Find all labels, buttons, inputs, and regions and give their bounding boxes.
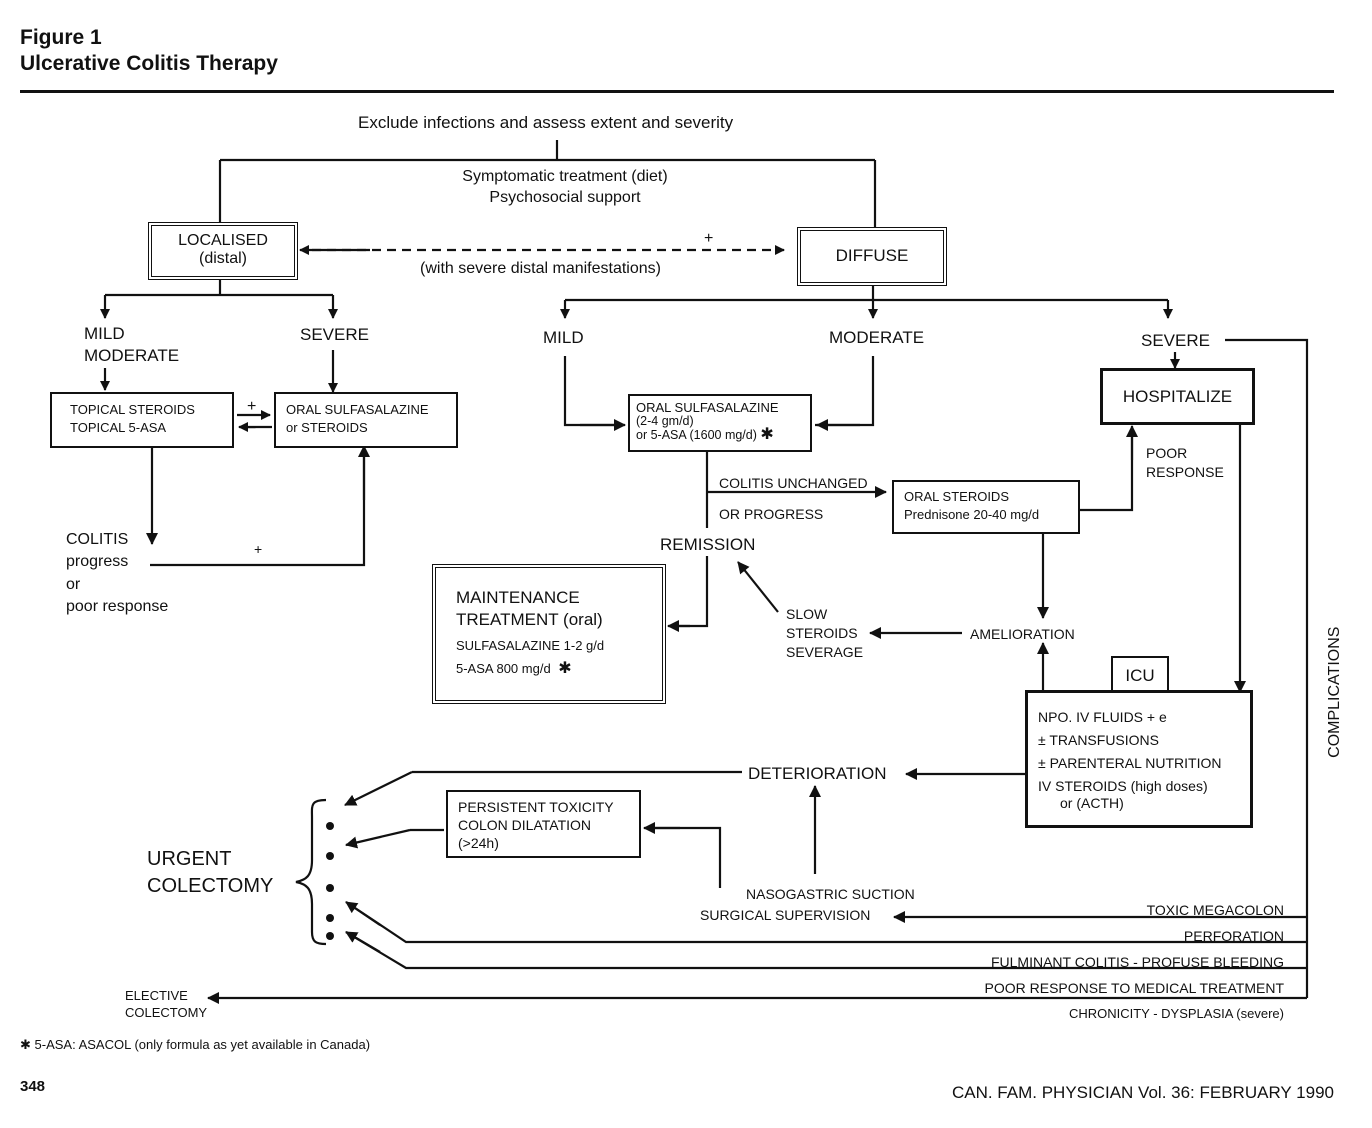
urgent-bullet-1 bbox=[326, 822, 334, 830]
icu-box: ICU bbox=[1111, 656, 1169, 692]
icu-label: ICU bbox=[1125, 666, 1155, 685]
transfusions-text: ± TRANSFUSIONS bbox=[1038, 732, 1159, 748]
oral-sulfasalazine-local-text: ORAL SULFASALAZINE bbox=[286, 402, 429, 417]
oral-sulfasalazine-box: ORAL SULFASALAZINE (2-4 gm/d) or 5-ASA (… bbox=[628, 394, 812, 452]
oral-sulfasalazine-local-box: ORAL SULFASALAZINE or STEROIDS bbox=[274, 392, 458, 448]
dashed-plus-sign: + bbox=[704, 230, 714, 247]
poor-response-label: POOR bbox=[1146, 445, 1188, 461]
colitis-or-label: or bbox=[66, 576, 81, 593]
oral-steroids-box: ORAL STEROIDS Prednisone 20-40 mg/d bbox=[892, 480, 1080, 534]
colitis-plus-sign: + bbox=[254, 541, 263, 557]
urgent-label: URGENT bbox=[147, 848, 232, 870]
hospitalize-label: HOSPITALIZE bbox=[1122, 387, 1233, 406]
parenteral-nutrition-text: ± PARENTERAL NUTRITION bbox=[1038, 755, 1222, 771]
asterisk-icon: ✱ bbox=[760, 426, 774, 443]
oral-sulfasalazine-text: ORAL SULFASALAZINE bbox=[636, 400, 779, 415]
elective-colectomy-label: COLECTOMY bbox=[125, 1005, 208, 1020]
poor-medical-response-label: POOR RESPONSE TO MEDICAL TREATMENT bbox=[984, 980, 1285, 996]
symptomatic-treatment-text: Symptomatic treatment (diet) bbox=[462, 168, 668, 185]
colon-dilatation-text: COLON DILATATION bbox=[458, 817, 592, 833]
topical-steroids-text: TOPICAL STEROIDS bbox=[70, 402, 195, 417]
slow-label: SLOW bbox=[786, 606, 828, 622]
journal-citation: CAN. FAM. PHYSICIAN Vol. 36: FEBRUARY 19… bbox=[951, 1083, 1334, 1102]
icu-treatment-box: NPO. IV FLUIDS + e ± TRANSFUSIONS ± PARE… bbox=[1025, 690, 1253, 828]
figure-title: Ulcerative Colitis Therapy bbox=[20, 52, 278, 75]
maintenance-5asa-text: 5-ASA 800 mg/d bbox=[456, 661, 551, 676]
five-asa-dose-text: or 5-ASA (1600 mg/d) bbox=[636, 428, 757, 442]
severage-label: SEVERAGE bbox=[786, 644, 864, 660]
or-progress-label: OR PROGRESS bbox=[719, 506, 824, 522]
acth-text: or (ACTH) bbox=[1060, 795, 1124, 811]
maintenance-treatment-box: MAINTENANCE TREATMENT (oral) SULFASALAZI… bbox=[432, 564, 666, 704]
urgent-bullet-3 bbox=[326, 884, 334, 892]
title-rule bbox=[20, 90, 1334, 93]
equilibrium-minus: − bbox=[247, 420, 257, 437]
topical-therapy-box: TOPICAL STEROIDS TOPICAL 5-ASA bbox=[50, 392, 234, 448]
maintenance-asterisk-icon: ✱ bbox=[558, 660, 572, 677]
colitis-label: COLITIS bbox=[66, 531, 129, 548]
urgent-bullet-4 bbox=[326, 914, 334, 922]
deterioration-label: DETERIORATION bbox=[748, 764, 887, 783]
poor-response-label-2: RESPONSE bbox=[1146, 464, 1224, 480]
localised-mild-label: MILD bbox=[84, 324, 125, 343]
remission-label: REMISSION bbox=[660, 535, 756, 554]
persistent-toxicity-box: PERSISTENT TOXICITY COLON DILATATION (>2… bbox=[446, 790, 641, 858]
colectomy-label: COLECTOMY bbox=[147, 875, 274, 897]
localised-label: LOCALISED bbox=[178, 232, 268, 249]
maintenance-label: MAINTENANCE bbox=[456, 588, 580, 607]
diffuse-label: DIFFUSE bbox=[835, 246, 909, 265]
perforation-label: PERFORATION bbox=[1183, 928, 1284, 944]
psychosocial-support-text: Psychosocial support bbox=[489, 189, 641, 206]
asterisk-footnote: ✱ 5-ASA: ASACOL (only formula as yet ava… bbox=[20, 1037, 371, 1052]
prednisone-dose-text: Prednisone 20-40 mg/d bbox=[904, 507, 1040, 522]
colitis-poor-response-label: poor response bbox=[66, 598, 169, 615]
diffuse-severe-label: SEVERE bbox=[1141, 331, 1210, 350]
urgent-bullet-2 bbox=[326, 852, 334, 860]
sulfasalazine-dose-text: (2-4 gm/d) bbox=[636, 414, 694, 428]
colitis-progress-label: progress bbox=[66, 553, 129, 570]
diffuse-mild-label: MILD bbox=[543, 328, 584, 347]
figure-label: Figure 1 bbox=[20, 26, 102, 49]
persistent-toxicity-text: PERSISTENT TOXICITY bbox=[458, 799, 614, 815]
page-number: 348 bbox=[20, 1078, 46, 1095]
localised-moderate-label: MODERATE bbox=[84, 346, 180, 365]
fulminant-colitis-label: FULMINANT COLITIS - PROFUSE BLEEDING bbox=[990, 954, 1284, 970]
over-24h-text: (>24h) bbox=[458, 835, 499, 851]
localised-severe-label: SEVERE bbox=[300, 325, 369, 344]
equilibrium-plus: + bbox=[247, 398, 257, 415]
localised-sublabel: (distal) bbox=[198, 250, 247, 267]
iv-steroids-text: IV STEROIDS (high doses) bbox=[1038, 778, 1208, 794]
npo-iv-fluids-text: NPO. IV FLUIDS + e bbox=[1038, 709, 1167, 725]
diffuse-box: DIFFUSE bbox=[797, 227, 947, 286]
maintenance-sulfasalazine-text: SULFASALAZINE 1-2 g/d bbox=[456, 638, 605, 653]
localised-box: LOCALISED (distal) bbox=[148, 222, 298, 280]
colitis-unchanged-label: COLITIS UNCHANGED bbox=[719, 475, 868, 491]
hospitalize-box: HOSPITALIZE bbox=[1100, 368, 1255, 425]
severe-distal-note: (with severe distal manifestations) bbox=[420, 260, 661, 277]
complications-label: COMPLICATIONS bbox=[1325, 626, 1343, 758]
elective-label: ELECTIVE bbox=[125, 988, 188, 1003]
steroids-label: STEROIDS bbox=[786, 625, 858, 641]
toxic-megacolon-label: TOXIC MEGACOLON bbox=[1146, 902, 1284, 918]
or-steroids-text: or STEROIDS bbox=[286, 420, 368, 435]
chronicity-dysplasia-label: CHRONICITY - DYSPLASIA (severe) bbox=[1068, 1006, 1284, 1021]
amelioration-label: AMELIORATION bbox=[970, 626, 1075, 642]
topical-5asa-text: TOPICAL 5-ASA bbox=[70, 420, 167, 435]
nasogastric-suction-label: NASOGASTRIC SUCTION bbox=[746, 886, 915, 902]
diffuse-moderate-label: MODERATE bbox=[829, 328, 925, 347]
surgical-supervision-label: SURGICAL SUPERVISION bbox=[700, 907, 871, 923]
exclude-infections-text: Exclude infections and assess extent and… bbox=[358, 113, 734, 132]
urgent-bullet-5 bbox=[326, 932, 334, 940]
maintenance-treatment-label: TREATMENT (oral) bbox=[456, 610, 603, 629]
oral-steroids-text: ORAL STEROIDS bbox=[904, 489, 1009, 504]
